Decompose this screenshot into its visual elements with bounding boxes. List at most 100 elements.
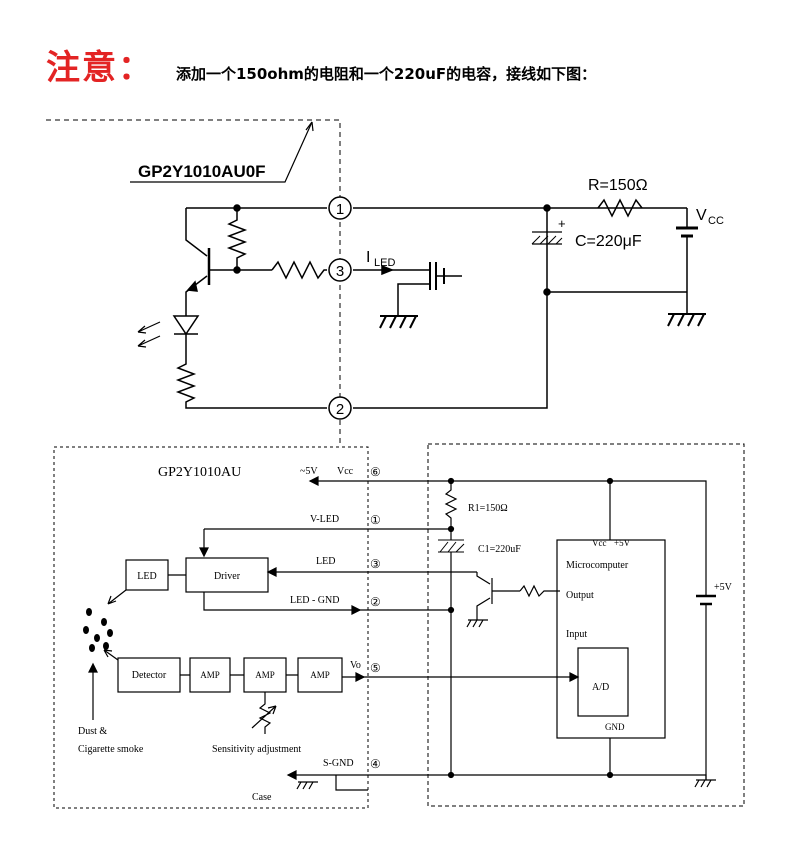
pin1-circle (328, 196, 352, 220)
pin2-number: 2 (336, 401, 344, 418)
pin1-number: ① (370, 513, 381, 527)
iled-subscript: LED (374, 257, 395, 269)
sgnd-arrow (286, 770, 297, 780)
node-dot (447, 771, 455, 779)
case-label: Case (252, 792, 272, 803)
pin3-circle (328, 258, 352, 282)
dust-particles-icon (83, 608, 113, 652)
led-gnd-label: LED - GND (290, 595, 339, 606)
c1-label: C1=220uF (478, 544, 521, 555)
case-wire (335, 775, 368, 791)
block-amp3-label: AMP (310, 670, 330, 680)
pin4-number: ④ (370, 757, 381, 771)
led-diode-icon (172, 312, 200, 358)
pin3-number: ③ (370, 557, 381, 571)
battery-icon (676, 226, 698, 238)
external-box (427, 443, 745, 807)
ad-label: A/D (592, 682, 609, 693)
vo-label: Vo (350, 660, 361, 671)
base-resistor (226, 208, 248, 270)
fet-source-wire (397, 283, 430, 316)
ground-icon (667, 313, 706, 327)
r1-resistor (444, 481, 458, 540)
vcc-pin-label: Vcc (337, 466, 354, 477)
notice-text: 添加一个150ohm的电阻和一个220uF的电容，接线如下图： (176, 65, 597, 83)
ad-box (577, 647, 629, 717)
led-pin-label: LED (316, 556, 335, 567)
vled-label: V-LED (310, 514, 339, 525)
transistor-emitter (185, 275, 208, 312)
capacitor-hatch (531, 235, 563, 245)
node-dot (447, 606, 455, 614)
capacitor-label: C=220μF (575, 233, 642, 250)
iled-arrow (381, 264, 395, 276)
c1-hatch (439, 541, 465, 553)
sensitivity-label: Sensitivity adjustment (212, 744, 301, 755)
led-gnd-arrow (351, 605, 362, 615)
vo-arrow (355, 672, 580, 682)
ext-base-resistor (519, 584, 560, 598)
sgnd-label: S-GND (323, 758, 354, 769)
led-ctrl-arrow (266, 567, 277, 577)
right-vcc-wire (610, 480, 707, 596)
bottom-resistor (175, 358, 327, 409)
vcc-arrow (308, 476, 319, 486)
block-driver-label: Driver (214, 571, 241, 582)
vcc-line (310, 480, 611, 540)
dust-label-line2: Cigarette smoke (78, 744, 144, 755)
notice-header: 注意： 添加一个150ohm的电阻和一个220uF的电容，接线如下图： (46, 40, 596, 88)
capacitor-plus: + (558, 216, 566, 231)
gnd-label: GND (605, 722, 625, 732)
notice-label: 注意： (46, 48, 154, 88)
block-detector-label: Detector (132, 670, 167, 681)
top-circuit: GP2Y1010AU0F 1 3 I LED (46, 119, 724, 445)
bottom-circuit: GP2Y1010AU ~5V Vcc ⑥ +5V R1=150Ω C1=220u… (53, 443, 745, 809)
pin5-number: ⑤ (370, 661, 381, 675)
mc-plus5-label: +5V (614, 538, 631, 548)
ext-transistor (476, 572, 493, 620)
block-amp1-label: AMP (200, 670, 220, 680)
sgnd-line (288, 774, 707, 780)
ground-icon (694, 779, 716, 788)
input-label: Input (566, 629, 587, 640)
light-emission-icon (137, 321, 161, 348)
airflow-arrow (88, 662, 98, 720)
vcc-subscript: CC (708, 215, 724, 227)
r1-label: R1=150Ω (468, 503, 508, 514)
sensitivity-resistor-icon (251, 692, 277, 734)
pin2-circle (328, 396, 352, 420)
side-battery-icon (696, 594, 716, 606)
node-dot (447, 525, 455, 533)
iled-label: I (366, 249, 370, 266)
bottom-module-name: GP2Y1010AU (158, 465, 241, 480)
pin2-number: ② (370, 595, 381, 609)
pin2-wire (353, 208, 548, 409)
pointer-arrow (305, 121, 314, 132)
vcc-return-wire (547, 236, 688, 314)
series-resistor (597, 198, 643, 218)
series-resistor-label: R=150Ω (588, 177, 648, 194)
block-led-label: LED (137, 571, 156, 582)
ground-icon (296, 781, 318, 790)
plus5v-side-label: +5V (714, 582, 733, 593)
minus5v-label: ~5V (300, 466, 318, 477)
label-pointer (130, 121, 313, 183)
led-gnd-line (203, 592, 451, 611)
capacitor-icon (532, 231, 562, 245)
mc-vcc-label: Vcc (592, 538, 607, 548)
vled-arrow (199, 547, 209, 558)
module-box (53, 446, 369, 809)
microcomputer-box (556, 539, 666, 739)
vcc-label: V (696, 207, 707, 224)
led-emit-arrow (107, 589, 127, 605)
pin6-number: ⑥ (370, 465, 381, 479)
dust-label-line1: Dust & (78, 726, 107, 737)
pin3-number: 3 (336, 263, 344, 280)
led-resistor (271, 260, 327, 280)
top-module-name: GP2Y1010AU0F (138, 162, 266, 181)
ground-icon (379, 315, 418, 329)
ground-icon (466, 619, 488, 628)
emitter-arrow (186, 280, 198, 292)
node-dot (606, 771, 614, 779)
